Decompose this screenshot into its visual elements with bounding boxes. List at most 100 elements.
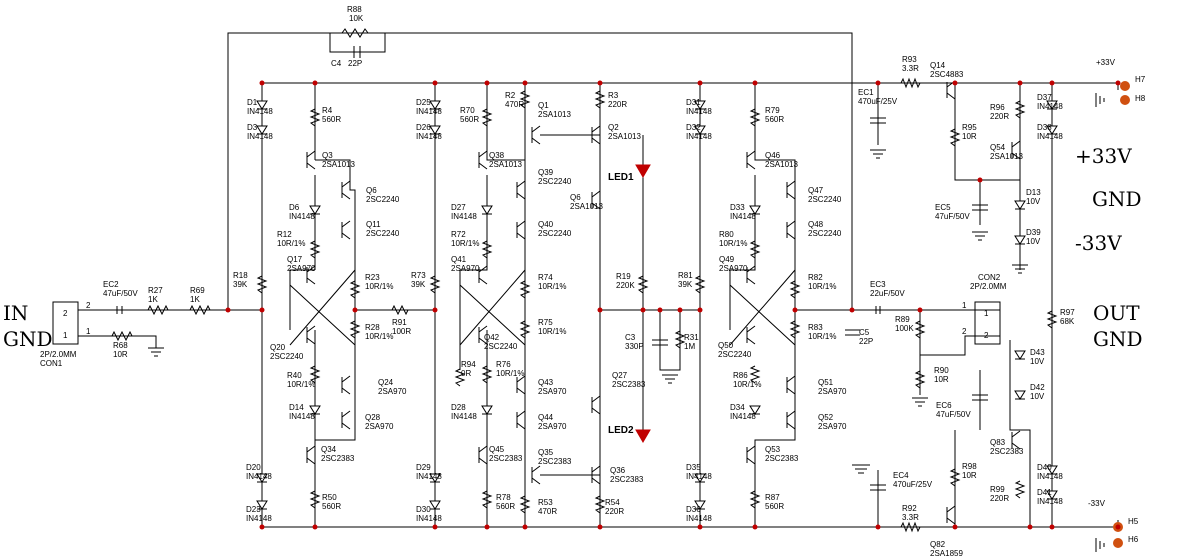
part-value-r28: 10R/1% [365, 332, 393, 341]
resistor-symbol [749, 490, 761, 509]
part-value-r53: 470R [538, 507, 557, 516]
c4-symbol [353, 46, 361, 58]
part-ref-d31: D31 [686, 98, 701, 107]
junctions [225, 80, 1121, 530]
part-value-q3: 2SA1013 [322, 160, 355, 169]
part-value-r78: 560R [496, 502, 515, 511]
h8-label: H8 [1135, 94, 1146, 103]
con1-pin2: 2 [86, 301, 91, 310]
resistor-symbol [309, 108, 321, 127]
part-ref-q34: Q34 [321, 445, 337, 454]
part-ref-q14: Q14 [930, 61, 946, 70]
transistor-symbol [478, 325, 488, 345]
part-value-d25: IN4148 [416, 107, 442, 116]
led2-symbol [635, 429, 651, 443]
transistor-symbol [946, 505, 956, 525]
part-value-q54: 2SA1013 [990, 152, 1023, 161]
diode-symbol [256, 473, 268, 483]
part-value-d36: IN4148 [686, 514, 712, 523]
diode-symbol [694, 473, 706, 483]
part-value-d33: IN4148 [730, 212, 756, 221]
led1-symbol [635, 164, 651, 178]
diode-symbol [1014, 200, 1026, 210]
transistor-symbol [516, 375, 526, 395]
diode-symbol [256, 100, 268, 110]
resistor-symbol [949, 128, 961, 147]
part-ref-q6: Q6 [570, 193, 581, 202]
part-value-q46: 2SA1013 [765, 160, 798, 169]
junction-dot [677, 307, 683, 313]
part-value-d42: 10V [1030, 392, 1045, 401]
part-value-q28: 2SA970 [365, 422, 394, 431]
part-ref-r72: R72 [451, 230, 466, 239]
part-value-q82: 2SA1859 [930, 549, 963, 557]
junction-dot [752, 80, 758, 86]
diode-symbol [1046, 465, 1058, 475]
transistor-symbol [516, 180, 526, 200]
part-value-d3: IN4148 [247, 132, 273, 141]
stage3-cross [729, 269, 796, 346]
con1-name: CON1 [40, 359, 63, 368]
junction-dot [1017, 80, 1023, 86]
part-value-q52: 2SA970 [818, 422, 847, 431]
part-ref-r73: R73 [411, 271, 426, 280]
resistor-symbol [594, 495, 606, 514]
part-value-r94: 0R [461, 369, 471, 378]
part-ref-q27: Q27 [612, 371, 628, 380]
transistor-symbol [786, 180, 796, 200]
ec6-symbol [972, 394, 988, 401]
part-value-q44: 2SA970 [538, 422, 567, 431]
junction-dot [432, 524, 438, 530]
resistor-symbol [256, 275, 268, 294]
neg33-label: -33V [1075, 231, 1122, 255]
con2-name: CON2 [978, 273, 1001, 282]
gnd-out-label: GND [1093, 327, 1143, 351]
part-ref-r78: R78 [496, 493, 511, 502]
resistor-symbol [594, 90, 606, 109]
part-ref-r40: R40 [287, 371, 302, 380]
transistor-symbol [341, 375, 351, 395]
junction-dot [259, 307, 265, 313]
part-ref-d38: D38 [1037, 123, 1052, 132]
transistor-symbol [591, 125, 601, 145]
part-value-q39: 2SC2240 [538, 177, 572, 186]
resistor-symbol [481, 365, 493, 384]
transistor-symbol [516, 220, 526, 240]
part-value-c3: 330P [625, 342, 644, 351]
part-value-q2: 2SA1013 [608, 132, 641, 141]
con1-pin1: 1 [86, 327, 91, 336]
junction-dot [597, 524, 603, 530]
resistor-symbol [900, 77, 921, 89]
part-ref-d39: D39 [1026, 228, 1041, 237]
part-ref-d26: D26 [416, 123, 431, 132]
junction-dot [752, 524, 758, 530]
resistor-symbol [949, 468, 961, 487]
part-value-q42: 2SC2240 [484, 342, 518, 351]
part-value-r3: 220R [608, 100, 627, 109]
part-ref-r2: R2 [505, 91, 516, 100]
vpos-label: +33V [1096, 58, 1116, 67]
resistor-symbol [519, 320, 531, 339]
part-ref-r96: R96 [990, 103, 1005, 112]
junction-dot [352, 307, 358, 313]
h8-terminal [1120, 95, 1130, 105]
vneg-label: -33V [1088, 499, 1106, 508]
diode-symbol [429, 125, 441, 135]
part-ref-r19: R19 [616, 272, 631, 281]
part-ref-c5: C5 [859, 328, 870, 337]
part-ref-r87: R87 [765, 493, 780, 502]
resistor-symbol [1014, 480, 1026, 499]
part-value-q17: 2SA970 [287, 264, 316, 273]
part-value-d23: IN4148 [246, 514, 272, 523]
part-ref-ec1: EC1 [858, 88, 874, 97]
part-ref-r12: R12 [277, 230, 292, 239]
gnd-r90 [912, 397, 928, 407]
part-ref-r80: R80 [719, 230, 734, 239]
con2-pin2: 2 [962, 327, 967, 336]
part-value-r31: 1M [684, 342, 695, 351]
ec2-symbol [116, 306, 123, 314]
part-ref-c3: C3 [625, 333, 636, 342]
part-ref-r82: R82 [808, 273, 823, 282]
part-ref-q38: Q38 [489, 151, 505, 160]
part-value-q24: 2SA970 [378, 387, 407, 396]
